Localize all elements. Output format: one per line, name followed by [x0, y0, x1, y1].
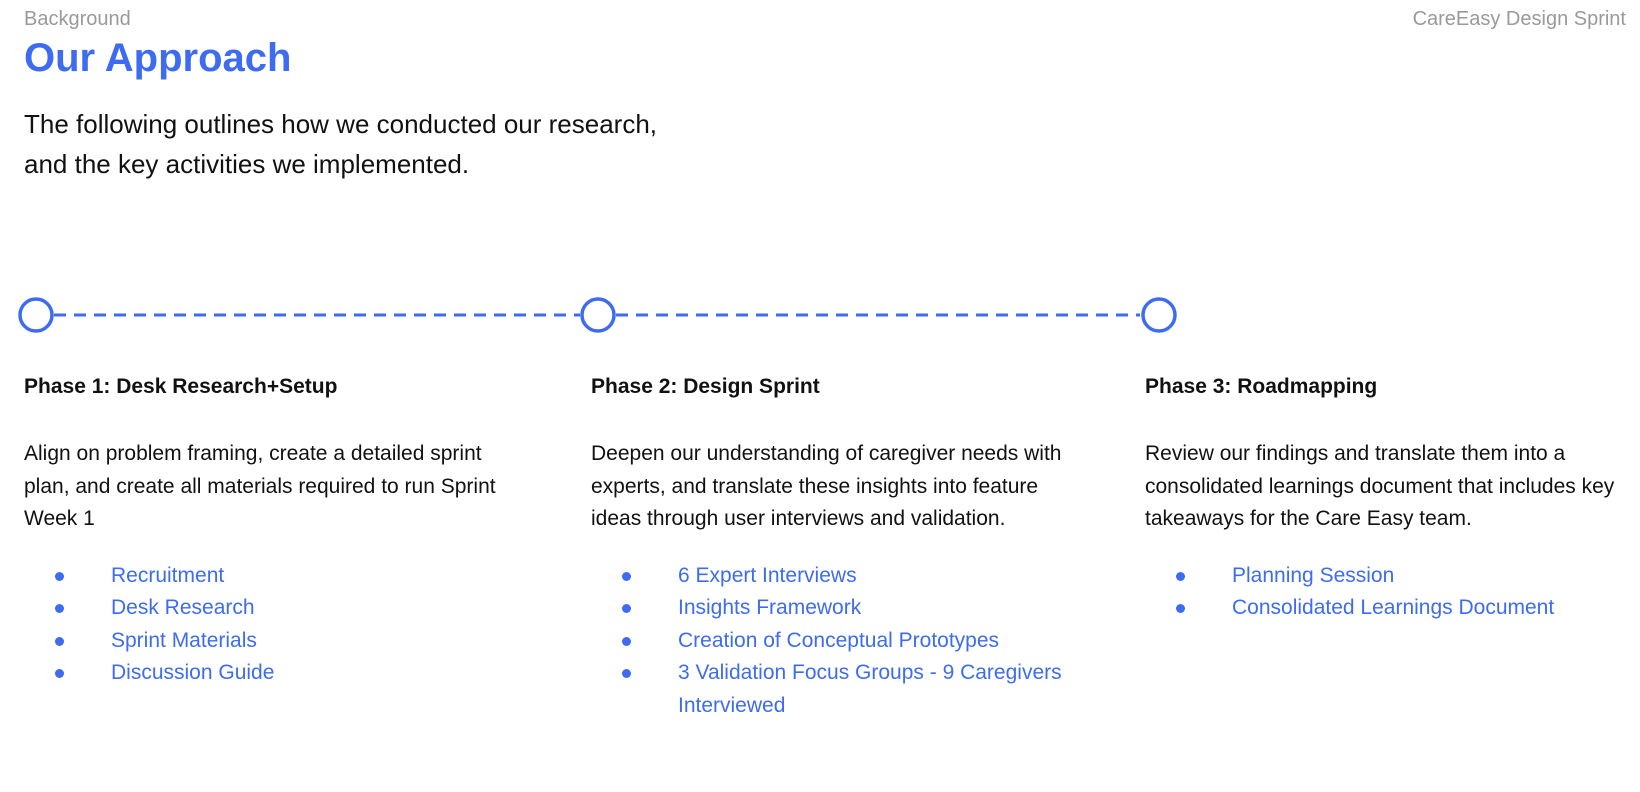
phase-description: Deepen our understanding of caregiver ne… [591, 442, 1062, 530]
phase-timeline [18, 297, 1177, 333]
bullet-icon [1176, 604, 1185, 613]
list-item-label: Planning Session [1232, 563, 1395, 587]
list-item: Sprint Materials [24, 625, 524, 658]
phase-activity-list: Recruitment Desk Research Sprint Materia… [24, 560, 524, 690]
list-item-label: Consolidated Learnings Document [1232, 596, 1555, 619]
list-item-label: 3 Validation Focus Groups - 9 Caregivers… [678, 661, 1062, 717]
list-item: Insights Framework [591, 592, 1091, 625]
list-item-label: Insights Framework [678, 596, 862, 619]
timeline-node-phase-3 [1141, 297, 1177, 333]
phase-activity-list: 6 Expert Interviews Insights Framework C… [591, 560, 1091, 723]
page-title: Our Approach [24, 36, 292, 80]
list-item-label: Desk Research [111, 596, 255, 619]
timeline-node-phase-1 [18, 297, 54, 333]
phase-title: Phase 2: Design Sprint [591, 375, 820, 398]
list-item-label: Discussion Guide [111, 661, 275, 684]
list-item: Discussion Guide [24, 657, 524, 690]
bullet-icon [1176, 571, 1185, 581]
list-item: Consolidated Learnings Document [1145, 592, 1635, 625]
deck-title: CareEasy Design Sprint [1412, 8, 1626, 30]
list-item: Creation of Conceptual Prototypes [591, 625, 1091, 658]
phase-title: Phase 1: Desk Research+Setup [24, 375, 338, 398]
phase-1: Phase 1: Desk Research+Setup Align on pr… [24, 375, 524, 690]
timeline-node-phase-2 [580, 297, 616, 333]
list-item-label: 6 Expert Interviews [678, 563, 857, 587]
list-item: Recruitment [24, 560, 524, 593]
bullet-icon [622, 669, 631, 678]
bullet-icon [55, 571, 64, 581]
phase-3: Phase 3: Roadmapping Review our findings… [1145, 375, 1635, 625]
phase-activity-list: Planning Session Consolidated Learnings … [1145, 560, 1635, 625]
bullet-icon [622, 604, 631, 613]
phase-2: Phase 2: Design Sprint Deepen our unders… [591, 375, 1091, 723]
list-item-label: Sprint Materials [111, 628, 257, 652]
intro-text: The following outlines how we conducted … [24, 109, 658, 179]
bullet-icon [55, 669, 64, 678]
phase-title: Phase 3: Roadmapping [1145, 375, 1378, 398]
bullet-icon [55, 636, 64, 646]
phase-description: Review our findings and translate them i… [1145, 442, 1615, 530]
list-item-label: Recruitment [111, 563, 225, 587]
phase-description: Align on problem framing, create a detai… [24, 442, 496, 530]
bullet-icon [55, 604, 64, 613]
list-item: 6 Expert Interviews [591, 560, 1091, 593]
list-item: Desk Research [24, 592, 524, 625]
section-label: Background [24, 8, 131, 30]
bullet-icon [622, 571, 631, 581]
list-item: Planning Session [1145, 560, 1635, 593]
bullet-icon [622, 636, 631, 646]
list-item-label: Creation of Conceptual Prototypes [678, 628, 1000, 652]
list-item: 3 Validation Focus Groups - 9 Caregivers… [591, 657, 1091, 722]
